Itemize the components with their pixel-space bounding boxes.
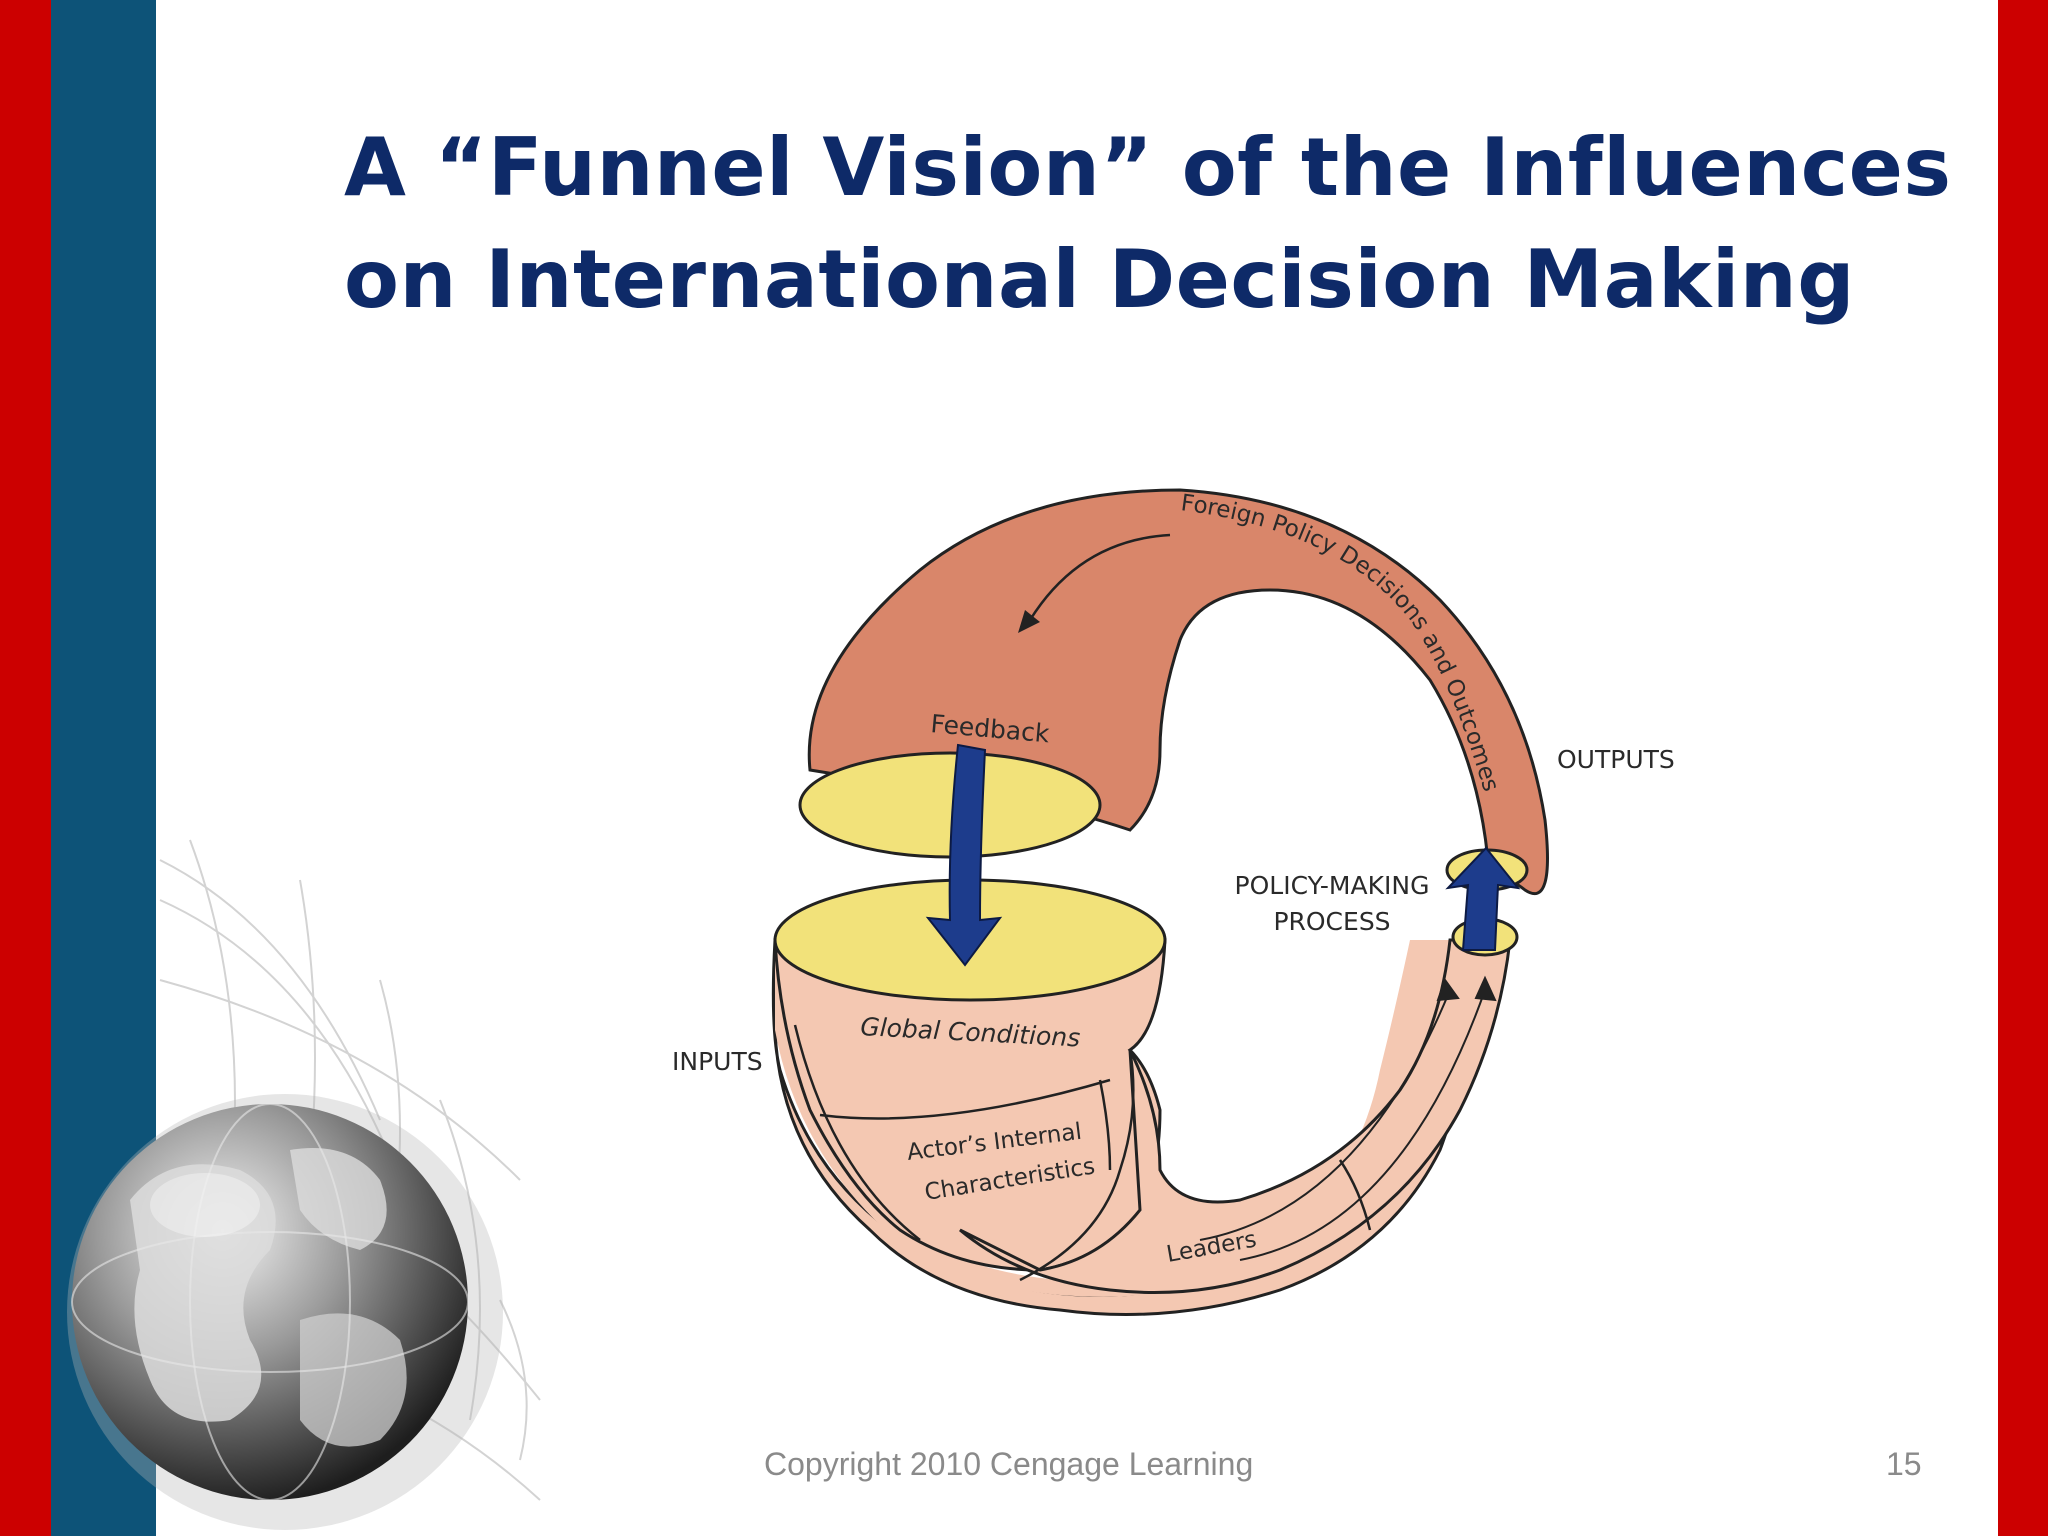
feedback-down-arrow	[925, 743, 1003, 967]
frame-left-red	[0, 0, 51, 1536]
process-label-line-1: POLICY-MAKING	[1235, 871, 1430, 900]
funnel-diagram: Foreign Policy Decisions and Outcomes Fe…	[672, 488, 1675, 1316]
outputs-label: OUTPUTS	[1557, 745, 1675, 774]
lower-funnel-tube	[959, 938, 1512, 1294]
funnel-divisions	[793, 1024, 1372, 1282]
inputs-label: INPUTS	[672, 1047, 763, 1076]
slide-number: 15	[1886, 1446, 1922, 1482]
copyright-footer: Copyright 2010 Cengage Learning	[764, 1446, 1254, 1482]
title-line-2: on International Decision Making	[344, 233, 1855, 326]
slide-title: A “Funnel Vision” of the Influences on I…	[344, 112, 1964, 336]
process-label-line-2: PROCESS	[1273, 907, 1390, 936]
flow-arrows	[1199, 975, 1497, 1261]
frame-right-red	[1998, 0, 2048, 1536]
title-line-1: A “Funnel Vision” of the Influences	[344, 121, 1952, 214]
globe-decoration	[67, 839, 541, 1530]
globe-icon	[67, 1094, 503, 1530]
feedback-curve-arrow	[1018, 533, 1171, 633]
output-up-arrow	[1445, 846, 1521, 951]
